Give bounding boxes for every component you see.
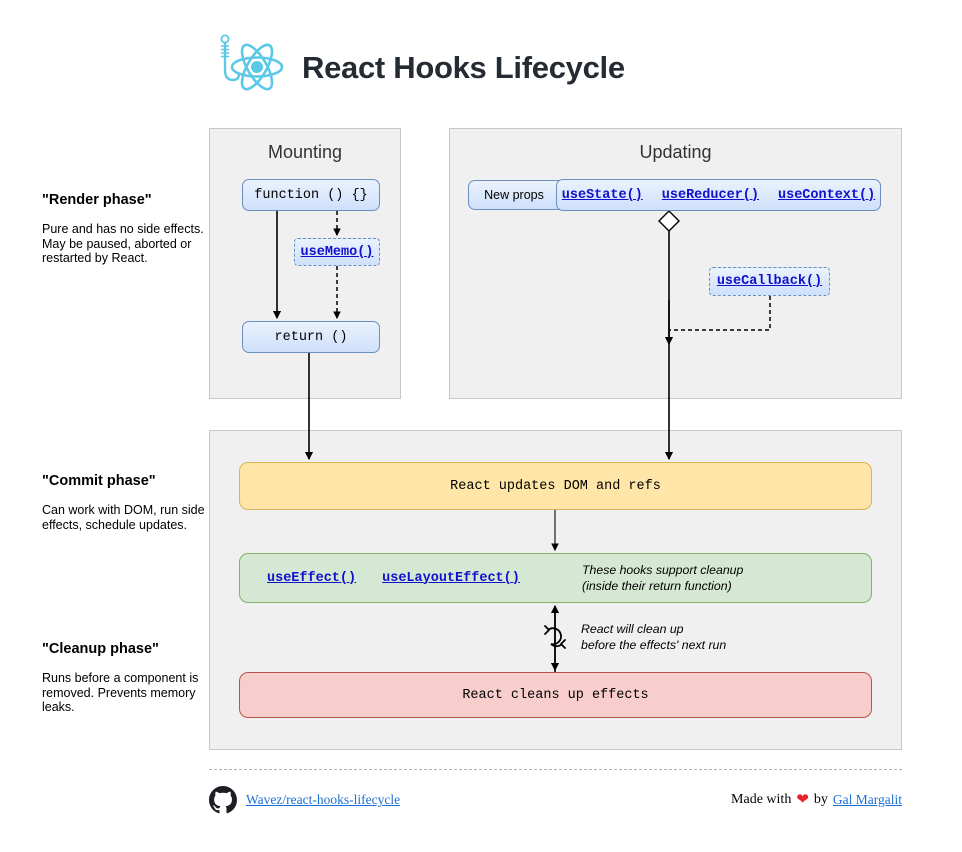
footer-credit-group: Made with ❤ by Gal Margalit (731, 792, 902, 808)
hook-link-usememo[interactable]: useMemo() (300, 244, 374, 260)
panel-mounting-title: Mounting (267, 142, 343, 162)
node-new-props[interactable]: New props (468, 180, 560, 210)
annotation-support-line2: (inside their return function) (582, 578, 732, 593)
hook-link-uselayouteffect[interactable]: useLayoutEffect() (382, 570, 520, 586)
page-footer: Wavez/react-hooks-lifecycle Made with ❤ … (209, 786, 902, 814)
footer-author-link[interactable]: Gal Margalit (832, 792, 902, 807)
phase-cleanup-description: Runs before a component is removed. Prev… (42, 671, 199, 715)
footer-divider (209, 769, 902, 770)
footer-by-label: by (813, 792, 828, 807)
annotation-clean-line2: before the effects' next run (581, 637, 727, 652)
github-icon[interactable] (209, 786, 237, 814)
node-updating-hooks[interactable]: useState() useReducer() useContext() (556, 179, 881, 211)
node-usememo[interactable]: useMemo() (294, 238, 380, 266)
phase-commit-description: Can work with DOM, run side effects, sch… (42, 503, 205, 532)
heart-icon: ❤ (796, 791, 809, 808)
hook-link-usereducer[interactable]: useReducer() (661, 187, 759, 203)
annotation-clean-line1: React will clean up (581, 622, 684, 636)
phase-cleanup-block: "Cleanup phase" Runs before a component … (42, 641, 207, 715)
hook-link-usecontext[interactable]: useContext() (778, 187, 876, 203)
node-effect-hooks[interactable]: useEffect() useLayoutEffect() (239, 553, 872, 603)
footer-repo-group: Wavez/react-hooks-lifecycle (209, 786, 400, 814)
page-header: React Hooks Lifecycle (208, 30, 625, 105)
node-function[interactable]: function () {} (242, 179, 380, 211)
phase-commit-title: "Commit phase" (42, 473, 156, 489)
phase-render-description: Pure and has no side effects. May be pau… (42, 222, 204, 266)
footer-repo-link[interactable]: Wavez/react-hooks-lifecycle (246, 792, 401, 807)
node-react-updates-dom[interactable]: React updates DOM and refs (239, 462, 872, 510)
page-title: React Hooks Lifecycle (302, 49, 625, 85)
hook-link-useeffect[interactable]: useEffect() (267, 570, 357, 586)
annotation-react-will-clean-up: React will clean up before the effects' … (581, 622, 726, 653)
panel-updating-title: Updating (639, 142, 712, 162)
phase-cleanup-title: "Cleanup phase" (42, 641, 159, 657)
annotation-support-line1: These hooks support cleanup (582, 563, 744, 577)
react-hook-atom-icon (220, 34, 284, 91)
node-return[interactable]: return () (242, 321, 380, 353)
hook-link-usestate[interactable]: useState() (561, 187, 643, 203)
node-usecallback[interactable]: useCallback() (709, 267, 830, 296)
hook-link-usecallback[interactable]: useCallback() (716, 274, 823, 289)
phase-render-block: "Render phase" Pure and has no side effe… (42, 192, 207, 266)
node-react-cleans-up-effects[interactable]: React cleans up effects (239, 672, 872, 718)
phase-render-title: "Render phase" (42, 192, 152, 208)
footer-made-with-label: Made with (731, 792, 792, 807)
panel-mounting: Mounting (209, 128, 401, 399)
panel-updating: Updating (449, 128, 902, 399)
phase-commit-block: "Commit phase" Can work with DOM, run si… (42, 473, 207, 532)
annotation-hooks-support-cleanup: These hooks support cleanup (inside thei… (582, 563, 743, 594)
